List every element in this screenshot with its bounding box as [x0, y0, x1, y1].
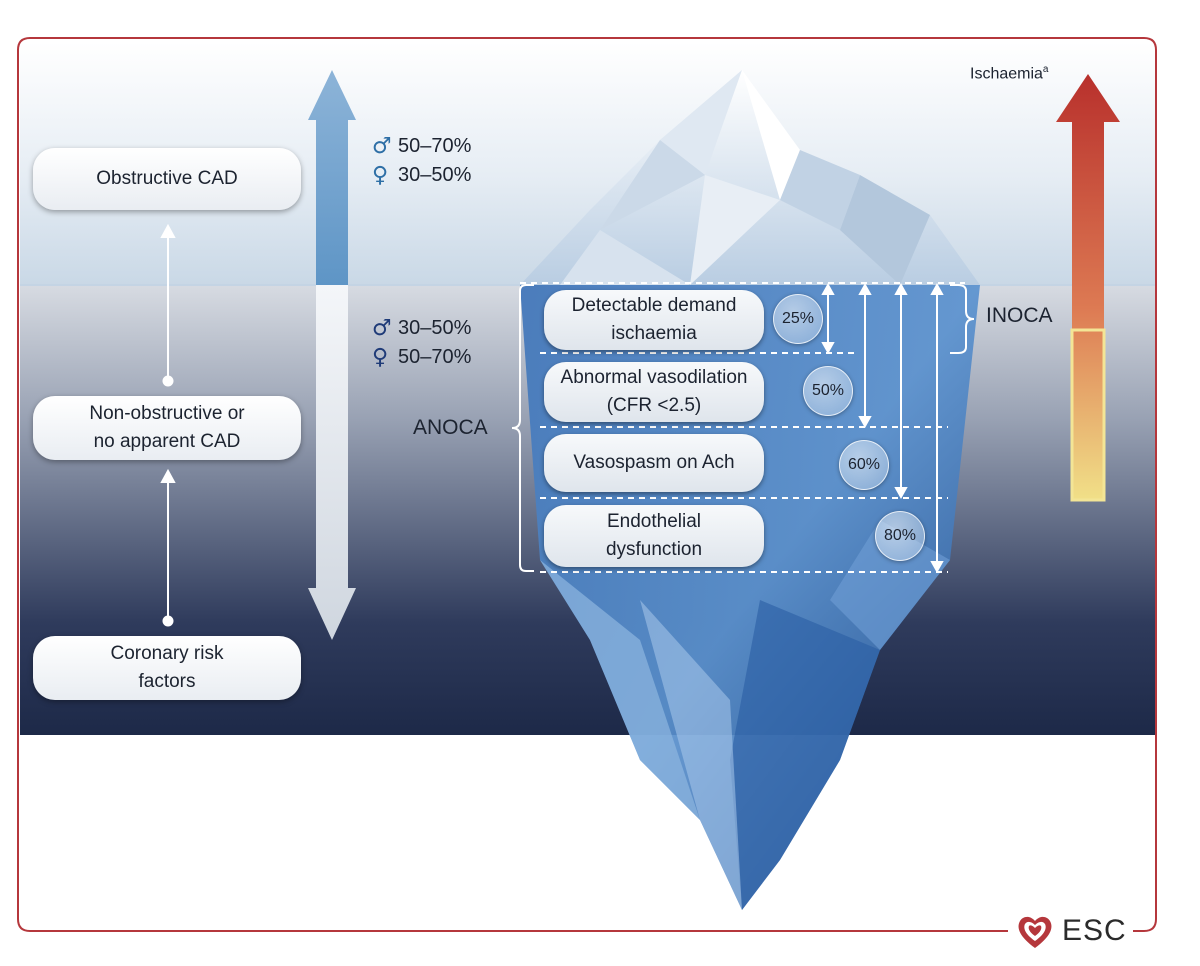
mechanism-detectable-demand-ischaemia: Detectable demand ischaemia [544, 290, 764, 350]
pct-bubble-25: 25% [773, 294, 823, 344]
ischaemia-arrow [1056, 74, 1120, 502]
pct-bubble-50: 50% [803, 366, 853, 416]
non-obstructive-cad-box: Non-obstructive or no apparent CAD [33, 396, 301, 460]
female-prevalence-upper-value: 30–50% [398, 164, 472, 186]
male-prevalence-lower-value: 30–50% [398, 317, 472, 339]
ischaemia-footnote-marker: a [1042, 64, 1049, 75]
esc-logo: ESC [1008, 908, 1133, 954]
ischaemia-label-text: Ischaemia [970, 65, 1043, 83]
female-symbol-icon: ♀ [372, 345, 389, 370]
left-connector-arrows [160, 223, 176, 627]
inoca-label: INOCA [986, 304, 1053, 327]
female-prevalence-lower-value: 50–70% [398, 346, 472, 368]
pct-bubble-80: 80% [875, 511, 925, 561]
prevalence-down-arrow [308, 285, 356, 640]
mechanism-vasospasm-on-ach: Vasospasm on Ach [544, 434, 764, 492]
male-prevalence-upper-value: 50–70% [398, 135, 472, 157]
esc-logo-text: ESC [1062, 914, 1127, 947]
anoca-bracket [511, 284, 534, 572]
cumulative-arrows [821, 282, 944, 574]
pct-bubble-60: 60% [839, 440, 889, 490]
esc-heart-icon [1018, 916, 1052, 948]
iceberg-tip [520, 70, 980, 285]
male-symbol-icon: ♂ [372, 316, 392, 341]
male-symbol-icon: ♂ [372, 134, 392, 159]
ischaemia-label: Ischaemiaa [970, 64, 1048, 83]
frame-border [17, 37, 1157, 932]
obstructive-cad-box: Obstructive CAD [33, 148, 301, 210]
male-prevalence-upper: ♂ 50–70% [372, 134, 471, 159]
mechanism-endothelial-dysfunction: Endothelial dysfunction [544, 505, 764, 567]
male-prevalence-lower: ♂ 30–50% [372, 316, 471, 341]
anoca-label: ANOCA [413, 416, 488, 439]
female-prevalence-upper: ♀ 30–50% [372, 163, 471, 188]
inoca-bracket [950, 284, 975, 354]
prevalence-up-arrow [308, 70, 356, 285]
female-symbol-icon: ♀ [372, 163, 389, 188]
mechanism-dashed-lines [520, 282, 965, 573]
female-prevalence-lower: ♀ 50–70% [372, 345, 471, 370]
mechanism-abnormal-vasodilation: Abnormal vasodilation (CFR <2.5) [544, 362, 764, 422]
coronary-risk-factors-box: Coronary risk factors [33, 636, 301, 700]
